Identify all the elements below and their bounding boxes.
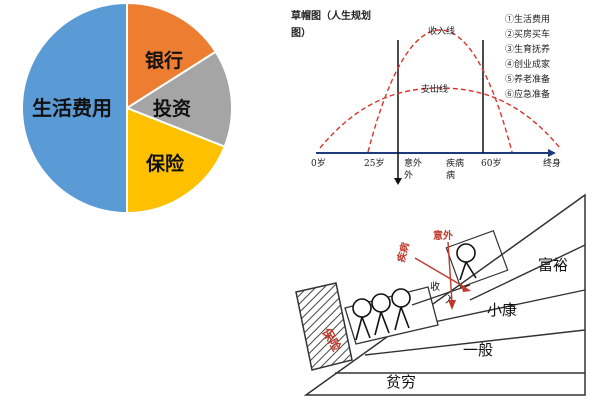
level-average: 一般 bbox=[463, 341, 493, 359]
tick-lifetime: 终身 bbox=[543, 157, 561, 169]
illness-arrowhead bbox=[461, 284, 471, 292]
arrow-label-1: 收 bbox=[430, 280, 440, 293]
climbing-person bbox=[456, 243, 477, 281]
platform-box bbox=[445, 229, 509, 289]
legend-2: ②买房买车 bbox=[505, 28, 550, 40]
axis-arrowhead bbox=[548, 149, 556, 157]
legend-6: ⑥应急准备 bbox=[505, 88, 550, 100]
tick-illness: 疾病 bbox=[446, 157, 464, 169]
curve-chart-title: 草帽图（人生规划 bbox=[291, 9, 371, 22]
step-line-3 bbox=[419, 289, 586, 326]
tick-25: 25岁 bbox=[364, 157, 384, 169]
expense-curve bbox=[319, 87, 561, 149]
risk-accident: 意外 bbox=[433, 229, 453, 242]
illness-arrow bbox=[414, 257, 467, 289]
curve-chart-title-line2: 图） bbox=[291, 26, 311, 39]
insurance-shield bbox=[295, 282, 353, 371]
income-expense-chart: 草帽图（人生规划 图） 收入线 支出线 0岁 25岁 意外 外 疾病 病 60岁… bbox=[291, 9, 561, 185]
legend-1: ①生活费用 bbox=[505, 13, 550, 25]
income-label: 收入线 bbox=[428, 25, 455, 37]
person-1 bbox=[352, 298, 372, 341]
pie-label-2: 投资 bbox=[153, 97, 191, 120]
pie-slice-3 bbox=[126, 106, 226, 215]
tick-60: 60岁 bbox=[481, 157, 501, 169]
pie-label-4: 生活费用 bbox=[32, 96, 112, 120]
tick-accident: 意外 bbox=[404, 157, 422, 169]
pie-slice-1 bbox=[126, 1, 218, 110]
pie-label-1: 银行 bbox=[145, 49, 183, 72]
person-3 bbox=[391, 288, 411, 331]
expense-label: 支出线 bbox=[421, 83, 448, 95]
risk-illness: 疾病 bbox=[394, 241, 412, 264]
pie-slice-2 bbox=[124, 50, 233, 148]
accident-arrow bbox=[447, 241, 453, 303]
accident-arrowhead bbox=[448, 300, 456, 310]
legend-4: ④创业成家 bbox=[505, 58, 550, 70]
legend-3: ③生育抚养 bbox=[505, 43, 550, 55]
tick-accident-2: 外 bbox=[404, 169, 413, 181]
level-rich: 富裕 bbox=[538, 256, 568, 274]
pie-slice-4 bbox=[21, 1, 128, 215]
tick-0: 0岁 bbox=[311, 157, 326, 169]
pie-label-3: 保险 bbox=[145, 152, 185, 175]
tick-illness-2: 病 bbox=[446, 169, 455, 181]
income-arrow bbox=[411, 284, 471, 306]
person-2 bbox=[371, 293, 391, 336]
legend-5: ⑤养老准备 bbox=[505, 73, 550, 85]
staircase-outline bbox=[303, 193, 586, 396]
level-comfortable: 小康 bbox=[487, 301, 517, 319]
step-line-4 bbox=[469, 244, 586, 301]
level-poor: 贫穷 bbox=[386, 373, 416, 391]
step-line-2 bbox=[364, 329, 586, 356]
wealth-staircase: 富裕 小康 一般 贫穷 保险 bbox=[295, 193, 586, 396]
income-curve bbox=[367, 29, 513, 153]
vline-25-arrow bbox=[394, 178, 402, 185]
